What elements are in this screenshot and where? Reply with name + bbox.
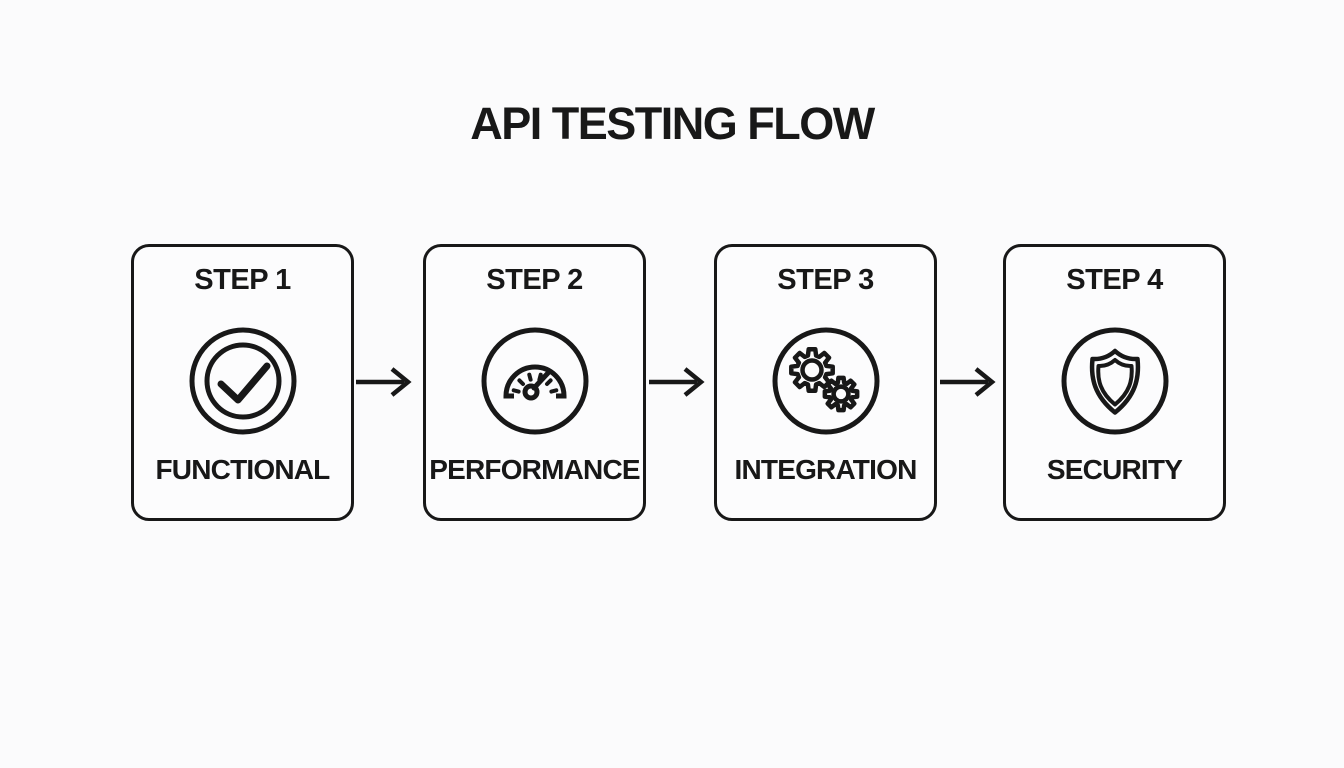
arrow-right-icon <box>649 367 705 397</box>
step-card-integration: STEP 3 INTEGRATION <box>714 244 937 521</box>
gauge-icon <box>481 327 588 435</box>
step-number-label: STEP 1 <box>194 264 291 296</box>
diagram-title: API TESTING FLOW <box>470 98 875 149</box>
small-gear <box>822 375 859 413</box>
arrow-right-icon <box>940 367 996 397</box>
gears-icon <box>772 327 879 435</box>
checkmark-circle-icon <box>189 327 296 435</box>
step-number-label: STEP 2 <box>486 264 583 296</box>
step-name-label: INTEGRATION <box>734 454 917 485</box>
step-number-label: STEP 4 <box>1066 264 1163 296</box>
arrow-right-icon <box>356 367 412 397</box>
step-name-label: SECURITY <box>1046 454 1183 485</box>
step-card-performance: STEP 2 PERFORMANCE <box>423 244 646 521</box>
step-name-label: PERFORMANCE <box>429 454 640 485</box>
step-card-functional: STEP 1 FUNCTIONAL <box>131 244 354 521</box>
shield-icon <box>1061 327 1168 435</box>
step-name-label: FUNCTIONAL <box>155 454 331 485</box>
step-number-label: STEP 3 <box>777 264 874 296</box>
step-card-security: STEP 4 SECURITY <box>1003 244 1226 521</box>
